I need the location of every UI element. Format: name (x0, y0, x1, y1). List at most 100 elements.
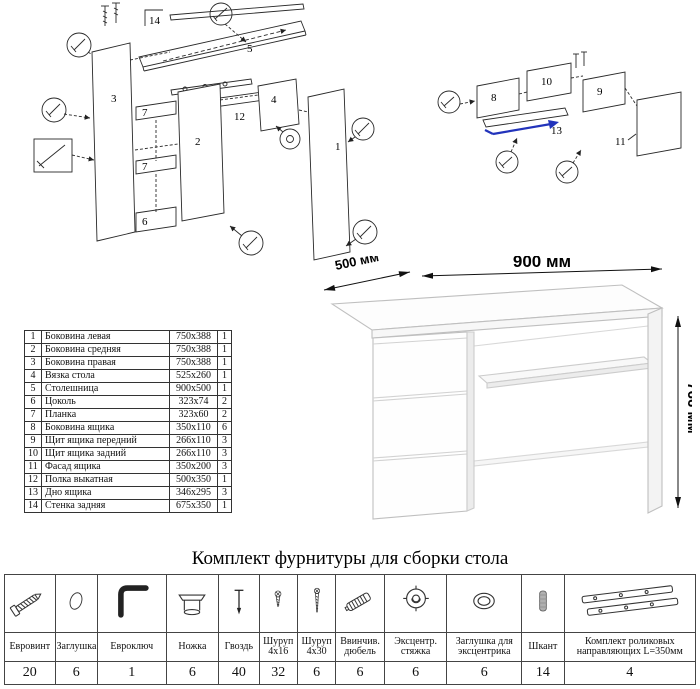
part-name: Полка выкатная (41, 473, 170, 487)
middle-panel-2 (177, 83, 225, 222)
part-number: 9 (24, 434, 42, 448)
part-qty: 1 (217, 499, 232, 513)
desk-body (330, 284, 664, 520)
part-number: 10 (24, 447, 42, 461)
part-name: Фасад ящика (41, 460, 170, 474)
part-qty: 1 (217, 356, 232, 370)
part-size: 266x110 (169, 434, 218, 448)
part-size: 750x388 (169, 356, 218, 370)
side-panel-1 (307, 88, 351, 261)
part-name: Щит ящика задний (41, 447, 170, 461)
drawer-unit-front (372, 331, 468, 520)
part-name: Боковина левая (41, 330, 170, 344)
part-number: 13 (24, 486, 42, 500)
hardware-name: Шуруп 4х16 (258, 632, 298, 662)
part-qty: 3 (217, 434, 232, 448)
hardware-qty: 1 (96, 661, 167, 685)
part-size: 266x110 (169, 447, 218, 461)
part-label-3: 3 (111, 93, 117, 105)
part-number: 2 (24, 343, 42, 357)
drawer-exploded-diagram: 8 10 9 13 11 (437, 51, 682, 184)
part-label-4: 4 (271, 94, 277, 106)
slide-detail-box (33, 138, 95, 173)
leg-icon (165, 574, 220, 633)
fastener-callout (495, 137, 519, 174)
part-label-2: 2 (195, 136, 201, 148)
slide-direction-arrow (484, 120, 559, 136)
dimension-width: 900 мм (421, 256, 663, 279)
dowel-pin-icon (521, 574, 565, 633)
hardware-qty: 6 (335, 661, 385, 685)
part-name: Щит ящика передний (41, 434, 170, 448)
part-qty: 3 (217, 447, 232, 461)
eccentric-cam-icon (383, 574, 448, 633)
hardware-name: Заглушка для эксцентрика (446, 632, 523, 662)
nail-icon (218, 574, 260, 633)
part-qty: 1 (217, 330, 232, 344)
hardware-qty: 14 (521, 661, 565, 685)
part-qty: 1 (217, 382, 232, 396)
screw-4x16-icon (258, 574, 298, 633)
side-panel-3 (91, 42, 136, 242)
right-side-panel (647, 307, 663, 514)
hardware-qty: 6 (165, 661, 220, 685)
screw-icon (101, 2, 120, 26)
part-qty: 6 (217, 421, 232, 435)
part-size: 323x74 (169, 395, 218, 409)
part-name: Столешница (41, 382, 170, 396)
screw-icon (573, 51, 587, 68)
part-number-labels: 8 10 9 13 11 (491, 76, 626, 148)
part-size: 346x295 (169, 486, 218, 500)
drawer-unit-side (466, 331, 475, 512)
fastener-callout (555, 149, 582, 184)
part-label-12: 12 (234, 111, 245, 123)
hardware-name: Шуруп 4х30 (296, 632, 337, 662)
fastener-callout (229, 225, 264, 256)
hardware-qty-row: 20 6 1 6 40 32 6 6 6 6 14 4 (4, 661, 697, 685)
hardware-qty: 6 (54, 661, 98, 685)
part-qty: 3 (217, 486, 232, 500)
part-label-10: 10 (541, 76, 553, 88)
part-name: Планка (41, 408, 170, 422)
desktop-panel-5 (138, 20, 306, 68)
plinth-panel-6 (135, 206, 177, 233)
hardware-name: Комплект роликовых направляющих L=350мм (563, 632, 697, 662)
part-number-labels: 14 5 3 7 7 6 2 12 4 1 (111, 15, 341, 228)
dimension-depth: 500 мм (323, 256, 411, 291)
part-size: 675x350 (169, 499, 218, 513)
drawer-slides-icon (563, 574, 697, 633)
fastener-callout (437, 90, 476, 114)
part-number: 8 (24, 421, 42, 435)
part-name: Боковина средняя (41, 343, 170, 357)
part-label-8: 8 (491, 92, 497, 104)
part-label-9: 9 (597, 86, 603, 98)
hardware-name: Гвоздь (218, 632, 260, 662)
eccentric-callout (275, 125, 301, 150)
part-name: Цоколь (41, 395, 170, 409)
part-label-7: 7 (142, 161, 148, 173)
hardware-qty: 32 (258, 661, 298, 685)
part-name: Вязка стола (41, 369, 170, 383)
drawer-facade-11 (636, 91, 682, 157)
desk-exploded-diagram: 14 5 3 7 7 6 2 12 4 1 (33, 2, 378, 261)
tie-panel-4 (257, 78, 300, 132)
part-size: 350x200 (169, 460, 218, 474)
part-size: 750x388 (169, 330, 218, 344)
part-name: Боковина правая (41, 356, 170, 370)
width-label: 900 мм (513, 256, 571, 271)
threaded-dowel-icon (335, 574, 385, 633)
drawer-back-10 (526, 62, 572, 102)
hardware-icon-row (4, 574, 697, 633)
hardware-kit-title: Комплект фурнитуры для сборки стола (191, 548, 509, 569)
hardware-table: Евровинт Заглушка Евроключ Ножка Гвоздь … (4, 574, 697, 685)
part-label-1: 1 (335, 141, 341, 153)
hardware-qty: 40 (218, 661, 260, 685)
